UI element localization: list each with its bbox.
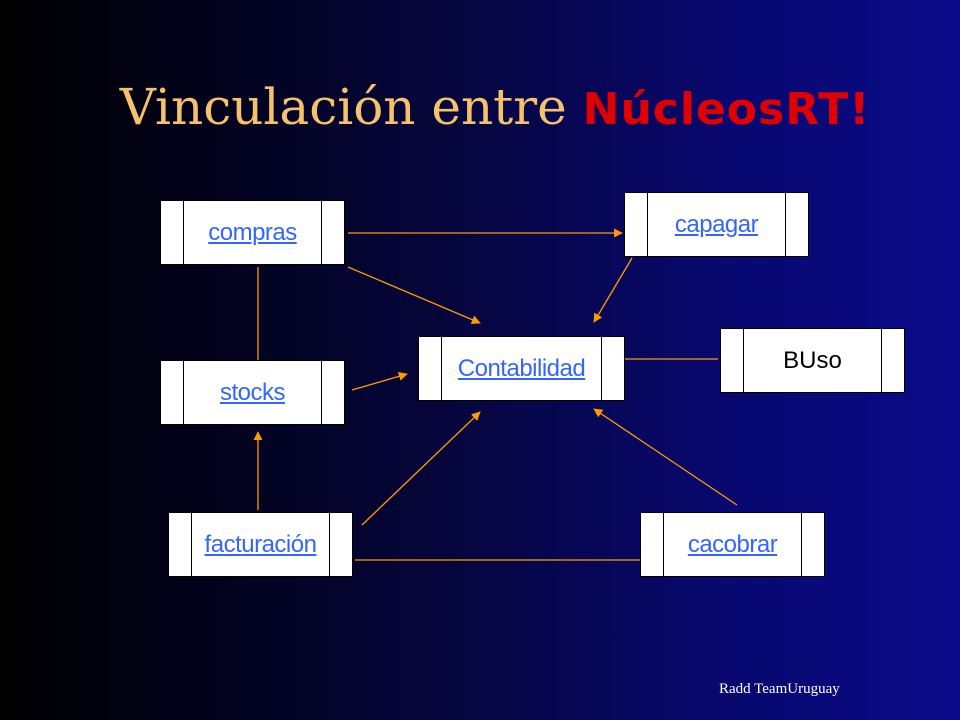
arrow-compras-contabilidad: [347, 266, 481, 324]
node-cacobrar[interactable]: cacobrar: [640, 512, 825, 577]
title-accent: NúcleosRT!: [582, 84, 871, 135]
node-divider: [743, 329, 744, 392]
arrow-cacobrar-contabilidad: [593, 408, 738, 506]
arrow-facturacion-contabilidad: [361, 411, 481, 526]
contabilidad-link[interactable]: Contabilidad: [457, 354, 586, 382]
node-buso: BUso: [720, 328, 905, 393]
node-capagar[interactable]: capagar: [624, 192, 809, 257]
node-divider: [647, 193, 648, 256]
node-stocks[interactable]: stocks: [160, 360, 345, 425]
compras-link[interactable]: compras: [208, 218, 297, 246]
node-divider: [441, 337, 442, 400]
node-divider: [785, 193, 786, 256]
arrow-capagar-contabilidad: [593, 257, 633, 323]
node-divider: [183, 361, 184, 424]
node-contabilidad[interactable]: Contabilidad: [418, 336, 625, 401]
node-compras[interactable]: compras: [160, 200, 345, 265]
node-divider: [321, 201, 322, 264]
footer-credit: Radd TeamUruguay: [719, 681, 840, 697]
facturacion-link[interactable]: facturación: [204, 530, 317, 558]
node-divider: [663, 513, 664, 576]
node-divider: [801, 513, 802, 576]
node-divider: [601, 337, 602, 400]
title-prefix: Vinculación entre: [119, 78, 583, 136]
slide-title: Vinculación entre NúcleosRT!: [0, 78, 960, 136]
node-divider: [881, 329, 882, 392]
capagar-link[interactable]: capagar: [674, 210, 759, 238]
node-divider: [321, 361, 322, 424]
node-divider: [329, 513, 330, 576]
arrow-stocks-contabilidad: [351, 371, 408, 391]
node-divider: [183, 201, 184, 264]
buso-label: BUso: [783, 346, 842, 374]
node-divider: [191, 513, 192, 576]
node-facturacion[interactable]: facturación: [168, 512, 353, 577]
cacobrar-link[interactable]: cacobrar: [687, 530, 778, 558]
stocks-link[interactable]: stocks: [219, 378, 286, 406]
